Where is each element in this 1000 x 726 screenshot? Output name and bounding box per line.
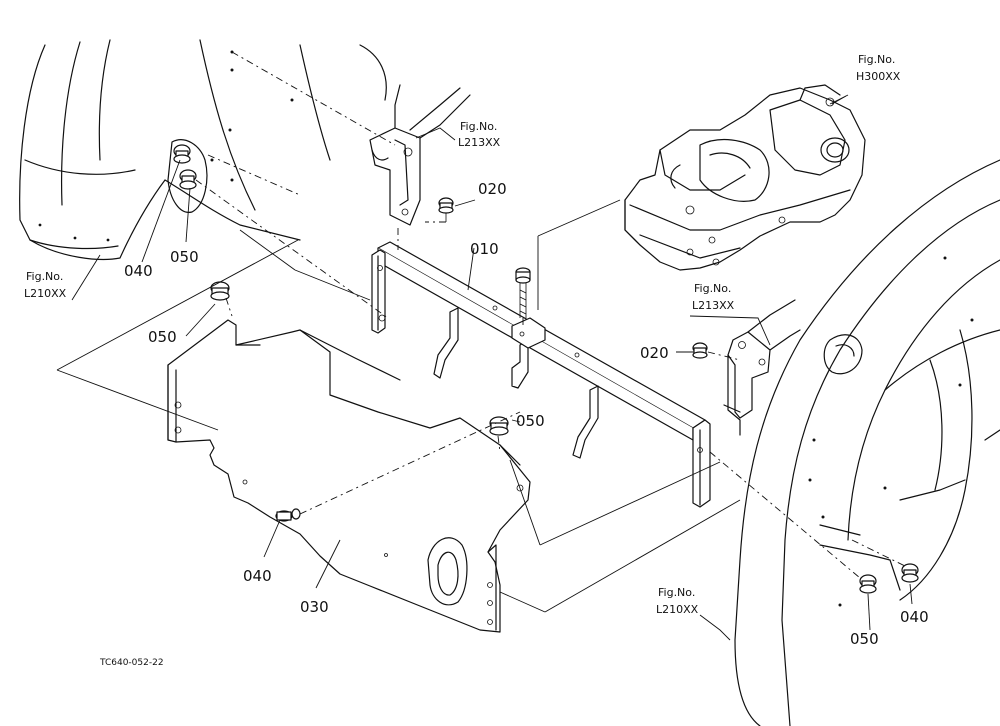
bolt-020-upper-icon	[438, 197, 454, 222]
fig-no-label: Fig.No.	[460, 120, 497, 133]
hydraulic-lift-unit	[624, 84, 866, 271]
fig-ref-l210-left: L210XX	[24, 287, 67, 300]
fig-no-label: Fig.No.	[694, 282, 731, 295]
bolt-050-left-icon	[210, 281, 230, 301]
right-fender-outline	[734, 159, 1000, 726]
leader-lines	[71, 95, 913, 641]
drawing-code: TC640-052-22	[99, 658, 164, 668]
part-010-support-bar	[371, 241, 711, 508]
fig-no-label: Fig.No.	[858, 53, 895, 66]
fig-ref-l213-right: L213XX	[692, 299, 735, 312]
fig-no-label: Fig.No.	[658, 586, 695, 599]
bolt-050-upper-icon	[179, 169, 197, 190]
bolt-020-right-icon	[692, 342, 708, 359]
label-part-040-upper: 040	[124, 262, 153, 280]
label-part-010: 010	[470, 240, 499, 258]
assembly-lines	[56, 51, 906, 613]
bolt-040-right-icon	[901, 563, 919, 583]
label-part-020-right: 020	[640, 344, 669, 362]
bolt-040-upper-icon	[173, 144, 191, 164]
fig-ref-h300: H300XX	[856, 70, 901, 83]
upper-l213-bracket	[369, 84, 471, 226]
label-part-040-right: 040	[900, 608, 929, 626]
ref-l213-right: Fig.No. L213XX	[692, 282, 735, 312]
label-part-040-lower: 040	[243, 567, 272, 585]
fig-ref-l210-right: L210XX	[656, 603, 699, 616]
ref-l213-upper: Fig.No. L213XX	[458, 120, 501, 149]
fig-ref-l213-upper: L213XX	[458, 136, 501, 149]
ref-h300: Fig.No. H300XX	[856, 53, 901, 83]
part-030-cover-plate	[167, 319, 531, 633]
bolt-050-center-icon	[489, 416, 509, 436]
left-fender-outline	[19, 39, 387, 260]
ref-l210-right: Fig.No. L210XX	[656, 586, 699, 616]
bolt-050-right-icon	[859, 574, 877, 594]
ref-l210-left: Fig.No. L210XX	[24, 270, 67, 300]
label-part-050-center: 050	[516, 412, 545, 430]
label-part-050-upper: 050	[170, 248, 199, 266]
fig-no-label: Fig.No.	[26, 270, 63, 283]
label-part-050-left: 050	[148, 328, 177, 346]
stud-bolt-icon	[515, 267, 531, 318]
label-part-020-upper: 020	[478, 180, 507, 198]
left-fender-bolt-boss	[167, 139, 208, 213]
label-part-050-right: 050	[850, 630, 879, 648]
label-part-030: 030	[300, 598, 329, 616]
bolt-040-lower-icon	[275, 508, 301, 522]
right-l213-bracket	[723, 299, 801, 436]
